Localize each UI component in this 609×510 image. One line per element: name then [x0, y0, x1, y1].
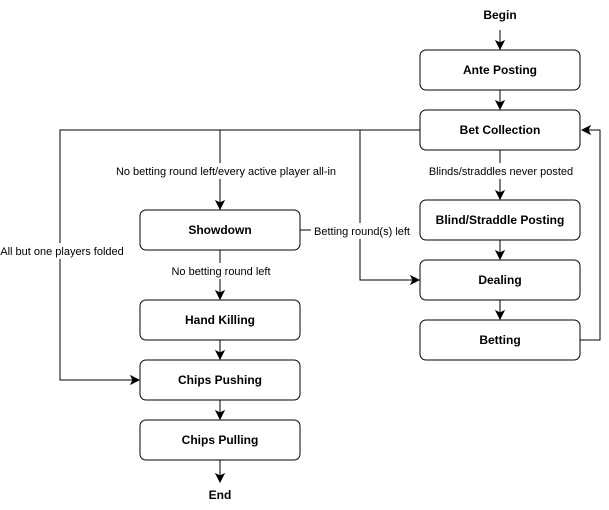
node-blind-straddle-posting: Blind/Straddle Posting	[419, 199, 581, 241]
node-dealing: Dealing	[419, 259, 581, 301]
node-dealing-label: Dealing	[478, 273, 521, 287]
node-chips-pulling-label: Chips Pulling	[182, 433, 259, 447]
node-showdown-label: Showdown	[188, 223, 251, 237]
node-bet-collection: Bet Collection	[419, 109, 581, 151]
node-showdown: Showdown	[139, 209, 301, 251]
label-no-betting-round-left-all-in: No betting round left/every active playe…	[116, 166, 336, 178]
node-blind-straddle-posting-label: Blind/Straddle Posting	[436, 213, 565, 227]
node-ante-posting: Ante Posting	[419, 49, 581, 91]
label-no-betting-round-left: No betting round left	[171, 266, 270, 278]
label-betting-rounds-left: Betting round(s) left	[314, 226, 410, 238]
node-betting-label: Betting	[479, 333, 520, 347]
node-hand-killing-label: Hand Killing	[185, 313, 255, 327]
node-ante-posting-label: Ante Posting	[463, 63, 537, 77]
node-chips-pulling: Chips Pulling	[139, 419, 301, 461]
label-all-but-one-folded: All but one players folded	[0, 246, 124, 258]
edge-bet-collection-to-dealing	[359, 129, 420, 280]
label-blinds-never-posted: Blinds/straddles never posted	[429, 166, 573, 178]
edge-betting-to-bet-collection	[580, 130, 601, 341]
node-betting: Betting	[419, 319, 581, 361]
node-chips-pushing-label: Chips Pushing	[178, 373, 262, 387]
node-bet-collection-label: Bet Collection	[460, 123, 541, 137]
end-label: End	[209, 488, 232, 502]
node-chips-pushing: Chips Pushing	[139, 359, 301, 401]
begin-label: Begin	[483, 8, 516, 22]
node-hand-killing: Hand Killing	[139, 299, 301, 341]
